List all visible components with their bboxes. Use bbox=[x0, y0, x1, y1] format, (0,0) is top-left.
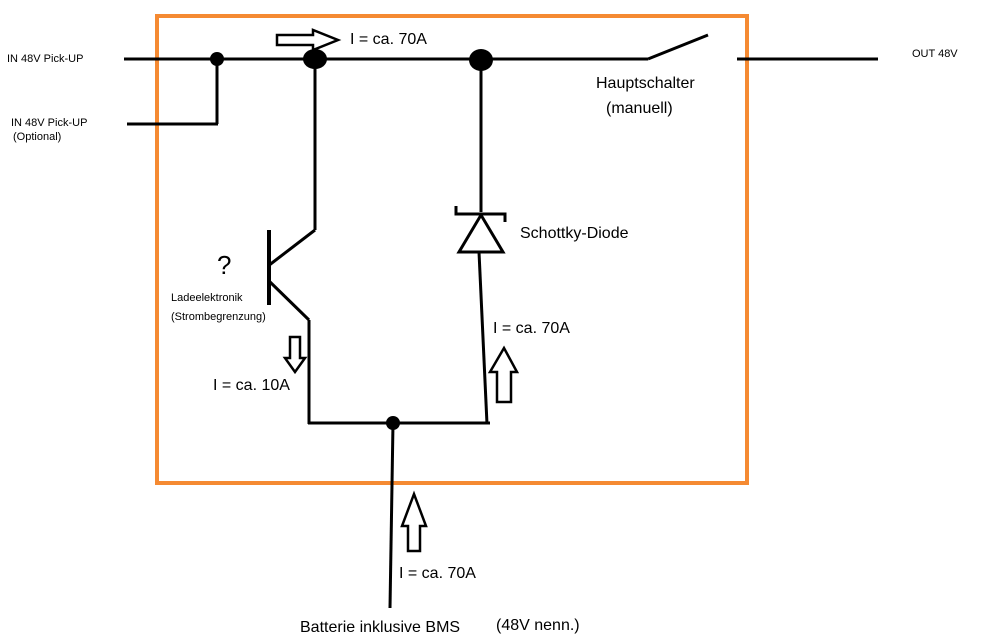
charge-electronics-label: Ladeelektronik bbox=[171, 292, 243, 304]
battery-nominal-label: (48V nenn.) bbox=[496, 617, 580, 634]
module-frame bbox=[155, 14, 749, 485]
schottky-cathode-bar bbox=[454, 206, 507, 222]
current-label-diode: I = ca. 70A bbox=[493, 320, 570, 337]
battery-wire bbox=[388, 422, 395, 609]
output-label: OUT 48V bbox=[912, 48, 958, 60]
schottky-label: Schottky-Diode bbox=[520, 225, 629, 242]
main-switch-note: (manuell) bbox=[606, 100, 673, 117]
battery-label: Batterie inklusive BMS bbox=[300, 619, 461, 636]
junction-dot bbox=[210, 52, 224, 66]
current-label-charge: I = ca. 10A bbox=[213, 377, 290, 394]
switch-lever bbox=[647, 33, 709, 61]
arrow-down-icon bbox=[282, 335, 308, 375]
diode-lower-wire bbox=[477, 251, 489, 425]
arrow-right-icon bbox=[275, 28, 342, 52]
schottky-diode-symbol bbox=[456, 212, 506, 254]
current-limit-label: (Strombegrenzung) bbox=[171, 311, 266, 323]
optional-note: (Optional) bbox=[13, 131, 62, 143]
current-label-top: I = ca. 70A bbox=[350, 31, 427, 48]
question-mark: ? bbox=[217, 250, 232, 280]
arrow-up-icon bbox=[487, 345, 520, 404]
collector-lead bbox=[267, 228, 316, 268]
input-label: IN 48V Pick-UP bbox=[7, 53, 84, 65]
arrow-up-icon bbox=[400, 490, 428, 553]
emitter-lead bbox=[266, 278, 311, 322]
optional-input-label: IN 48V Pick-UP bbox=[11, 117, 88, 129]
current-label-battery: I = ca. 70A bbox=[399, 565, 476, 582]
main-switch-label: Hauptschalter bbox=[596, 75, 695, 92]
